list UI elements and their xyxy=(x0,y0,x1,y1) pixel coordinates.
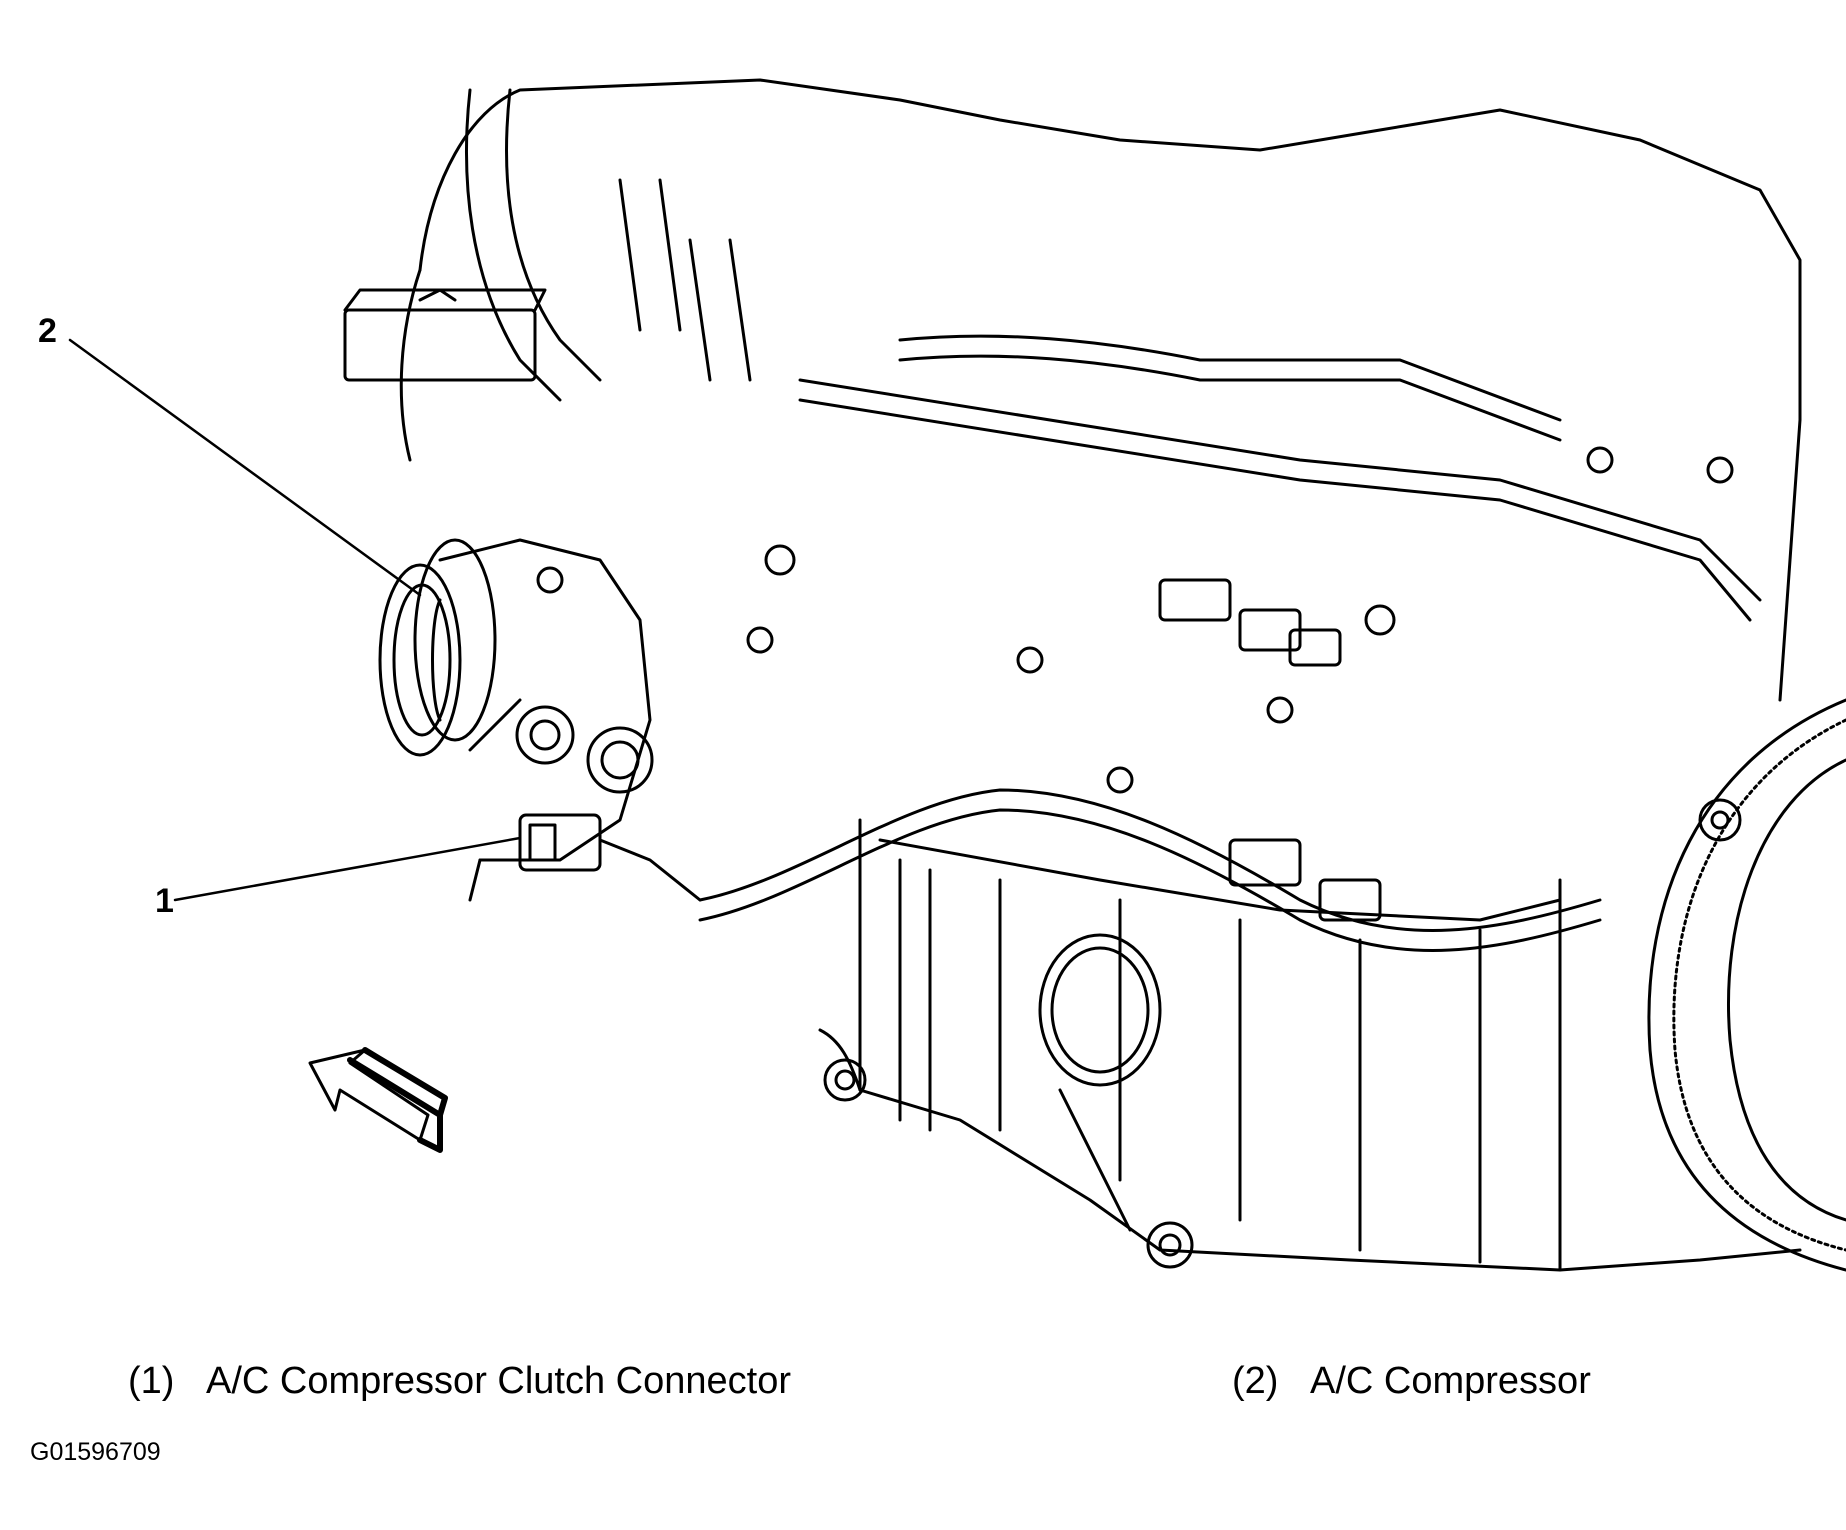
legend-label: A/C Compressor xyxy=(1310,1360,1591,1402)
engine-connectors xyxy=(343,288,1742,922)
callout-number-1: 1 xyxy=(155,882,174,920)
legend-item-1: (1) A/C Compressor Clutch Connector xyxy=(128,1360,791,1403)
callout-leader-1 xyxy=(173,836,522,902)
legend-number: (2) xyxy=(1232,1360,1279,1402)
flywheel xyxy=(1647,698,1846,1272)
callout-leader-2 xyxy=(68,338,422,597)
callout-number-2: 2 xyxy=(38,312,57,350)
callout-leaders xyxy=(68,338,522,902)
legend-number: (1) xyxy=(128,1360,175,1402)
ac-compressor-clutch-connector xyxy=(518,813,702,902)
legend-label: A/C Compressor Clutch Connector xyxy=(206,1360,791,1402)
oil-pan xyxy=(823,838,1562,1269)
engine-block xyxy=(399,78,1802,1272)
ac-compressor xyxy=(378,538,654,902)
legend-item-2: (2) A/C Compressor xyxy=(1232,1360,1591,1403)
wiring-harness xyxy=(465,88,1762,952)
direction-arrow-icon xyxy=(308,1047,448,1153)
figure-id: G01596709 xyxy=(30,1438,161,1466)
